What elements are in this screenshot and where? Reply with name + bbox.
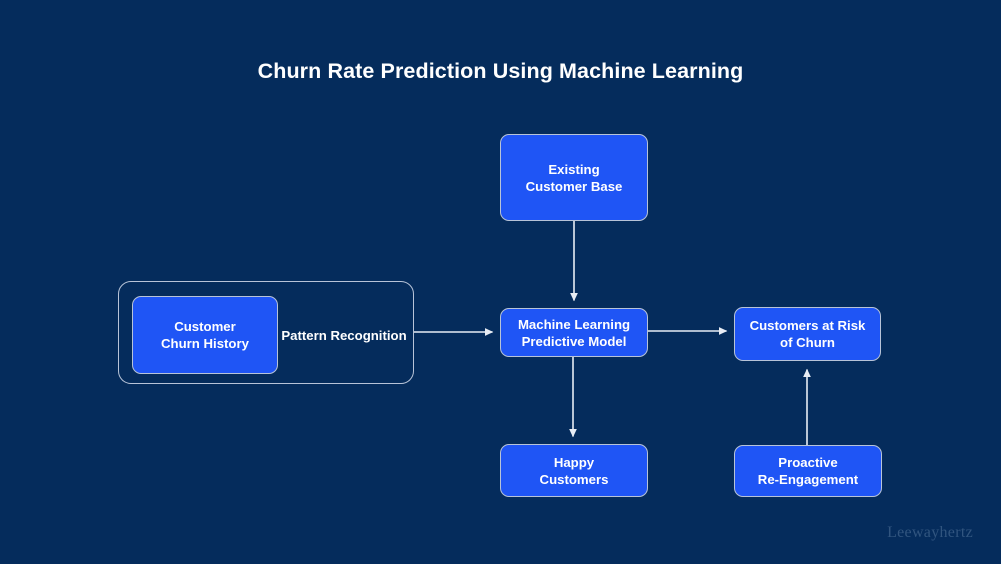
node-customer-churn-history-line2: Churn History bbox=[161, 336, 249, 351]
node-customers-at-risk-of-churn-line2: of Churn bbox=[780, 335, 835, 350]
node-customer-churn-history-line1: Customer bbox=[174, 319, 236, 334]
page-title: Churn Rate Prediction Using Machine Lear… bbox=[257, 59, 744, 83]
node-happy-customers-line2: Customers bbox=[539, 471, 609, 487]
watermark: Leewayhertz bbox=[887, 524, 973, 541]
node-machine-learning-predictive-model[interactable]: Machine Learning Predictive Model bbox=[500, 308, 648, 357]
node-customers-at-risk-of-churn[interactable]: Customers at Risk of Churn bbox=[734, 307, 881, 361]
node-happy-customers-line1: Happy bbox=[553, 454, 595, 470]
pattern-recognition-group[interactable] bbox=[118, 281, 414, 384]
node-happy-customers[interactable]: Happy Customers bbox=[500, 444, 648, 497]
node-proactive-re-engagement-line1: Proactive bbox=[778, 455, 838, 470]
node-machine-learning-predictive-model-line1: Machine Learning bbox=[517, 316, 631, 332]
node-existing-customer-base-line1: Existing bbox=[548, 161, 600, 177]
node-existing-customer-base[interactable]: Existing Customer Base bbox=[500, 134, 648, 221]
node-proactive-re-engagement[interactable]: Proactive Re-Engagement bbox=[734, 445, 882, 497]
pattern-recognition-label-line2: Recognition bbox=[330, 327, 407, 343]
pattern-recognition-label-line1: Pattern bbox=[281, 327, 327, 343]
node-machine-learning-predictive-model-line2: Predictive Model bbox=[521, 333, 627, 349]
node-existing-customer-base-line2: Customer Base bbox=[525, 178, 623, 194]
node-customer-churn-history[interactable]: Customer Churn History bbox=[132, 296, 278, 374]
node-customers-at-risk-of-churn-line1: Customers at Risk bbox=[749, 318, 866, 333]
pattern-recognition-label: Pattern Recognition bbox=[278, 296, 410, 374]
node-proactive-re-engagement-line2: Re-Engagement bbox=[757, 472, 859, 487]
